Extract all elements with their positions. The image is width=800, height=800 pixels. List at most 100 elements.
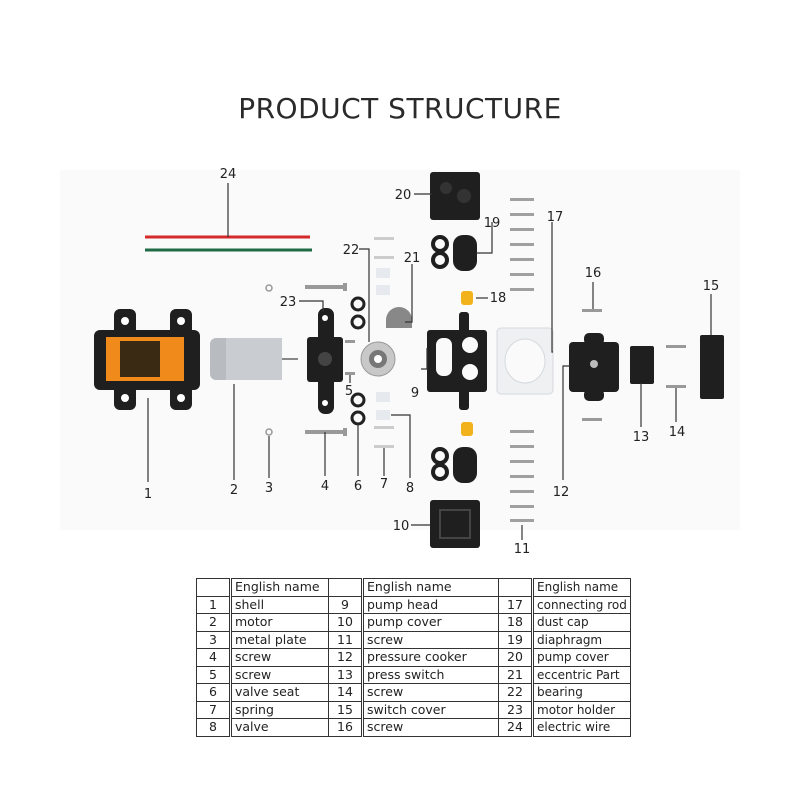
part-press-switch [630, 346, 654, 384]
table-row: 5 screw 13 press switch 21 eccentric Par… [196, 665, 631, 684]
part-shell [94, 309, 200, 410]
part-number: 22 [498, 683, 533, 702]
table-row: 3 metal plate 11 screw 19 diaphragm [196, 630, 631, 649]
part-name: pump head [361, 595, 499, 614]
part-screw-small [345, 340, 355, 375]
part-screw-stack [510, 198, 534, 522]
part-motor [210, 338, 298, 380]
callout-19: 19 [484, 216, 501, 231]
part-valve [376, 268, 390, 420]
part-name: screw [229, 648, 329, 667]
part-number: 1 [196, 595, 231, 614]
table-row: 8 valve 16 screw 24 electric wire [196, 718, 631, 737]
part-name: screw [229, 665, 329, 684]
part-number: 5 [196, 665, 231, 684]
part-name: valve seat [229, 683, 329, 702]
header-name-cell: English name [229, 578, 329, 597]
part-number: 12 [328, 648, 363, 667]
part-name: connecting rod [531, 595, 631, 614]
callout-10: 10 [393, 519, 410, 534]
header-number-cell [196, 578, 231, 597]
part-number: 24 [498, 718, 533, 737]
callout-22: 22 [343, 243, 360, 258]
part-number: 18 [498, 613, 533, 632]
callout-24: 24 [220, 167, 237, 182]
part-name: motor [229, 613, 329, 632]
callout-21: 21 [404, 251, 421, 266]
part-name: motor holder [531, 700, 631, 719]
part-diaphragm [431, 235, 477, 483]
part-metal-plate [265, 284, 273, 292]
callout-1: 1 [144, 487, 152, 502]
part-name: bearing [531, 683, 631, 702]
callout-20: 20 [395, 188, 412, 203]
exploded-diagram: 1 2 3 4 5 6 7 8 9 10 11 12 13 14 15 16 1… [94, 167, 724, 557]
part-number: 15 [328, 700, 363, 719]
part-valve-seat [350, 296, 366, 426]
part-name: screw [361, 630, 499, 649]
part-screw [666, 345, 686, 348]
callout-6: 6 [354, 479, 362, 494]
part-number: 23 [498, 700, 533, 719]
callout-13: 13 [633, 430, 650, 445]
callout-7: 7 [380, 477, 388, 492]
callout-8: 8 [406, 481, 414, 496]
part-number: 21 [498, 665, 533, 684]
part-number: 6 [196, 683, 231, 702]
part-name: press switch [361, 665, 499, 684]
part-number: 3 [196, 630, 231, 649]
part-pump-head [427, 312, 487, 410]
table-row: 7 spring 15 switch cover 23 motor holder [196, 700, 631, 719]
parts-table: English name English name English name 1… [196, 578, 631, 737]
header-name-cell: English name [361, 578, 499, 597]
table-row: 2 motor 10 pump cover 18 dust cap [196, 613, 631, 632]
part-name: pressure cooker [361, 648, 499, 667]
part-dust-cap [461, 291, 473, 305]
part-screw [582, 309, 602, 312]
leader-lines [147, 183, 712, 540]
part-number: 7 [196, 700, 231, 719]
callout-18: 18 [490, 291, 507, 306]
part-number: 2 [196, 613, 231, 632]
header-number-cell [498, 578, 533, 597]
part-number: 11 [328, 630, 363, 649]
header-number-cell [328, 578, 363, 597]
part-name: valve [229, 718, 329, 737]
part-dust-cap [461, 422, 473, 436]
part-screw-long [305, 283, 347, 436]
part-spring [374, 237, 394, 448]
part-name: pump cover [531, 648, 631, 667]
part-name: switch cover [361, 700, 499, 719]
callout-5: 5 [345, 384, 353, 399]
callout-16: 16 [585, 266, 602, 281]
part-name: diaphragm [531, 630, 631, 649]
callout-4: 4 [321, 479, 329, 494]
part-number: 17 [498, 595, 533, 614]
callout-9: 9 [411, 386, 419, 401]
part-number: 8 [196, 718, 231, 737]
part-connecting-rod [496, 327, 554, 395]
part-name: shell [229, 595, 329, 614]
part-eccentric [386, 307, 412, 328]
part-switch-cover [700, 335, 724, 399]
callout-12: 12 [553, 485, 570, 500]
callout-2: 2 [230, 483, 238, 498]
part-number: 14 [328, 683, 363, 702]
part-name: dust cap [531, 613, 631, 632]
part-number: 13 [328, 665, 363, 684]
header-name-cell: English name [531, 578, 631, 597]
part-name: eccentric Part [531, 665, 631, 684]
table-row: 4 screw 12 pressure cooker 20 pump cover [196, 648, 631, 667]
part-name: screw [361, 683, 499, 702]
callout-11: 11 [514, 542, 531, 557]
table-row: 1 shell 9 pump head 17 connecting rod [196, 595, 631, 614]
part-number: 9 [328, 595, 363, 614]
part-name: electric wire [531, 718, 631, 737]
part-pressure-cooker [569, 333, 619, 401]
part-number: 4 [196, 648, 231, 667]
part-metal-plate [265, 428, 273, 436]
part-name: metal plate [229, 630, 329, 649]
part-number: 16 [328, 718, 363, 737]
callout-3: 3 [265, 481, 273, 496]
page-title: PRODUCT STRUCTURE [238, 92, 562, 125]
